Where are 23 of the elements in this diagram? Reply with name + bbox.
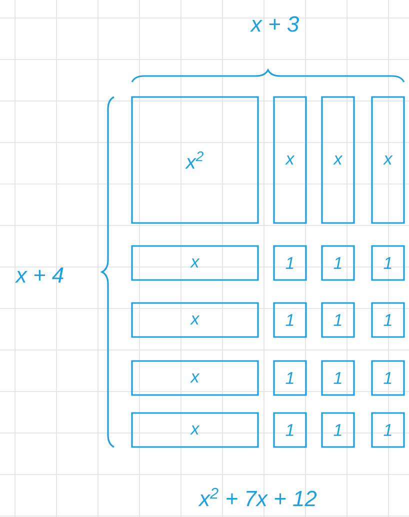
tile: 1	[371, 245, 405, 281]
tile: 1	[321, 302, 355, 338]
tile: x	[131, 412, 259, 448]
tile: 1	[371, 360, 405, 396]
tile: 1	[273, 245, 307, 281]
tile: x	[273, 96, 307, 224]
tile: 1	[273, 360, 307, 396]
tile: 1	[321, 245, 355, 281]
tile: 1	[371, 302, 405, 338]
tile: x	[131, 302, 259, 338]
tile: 1	[273, 302, 307, 338]
tile: 1	[371, 412, 405, 448]
tile: 1	[321, 412, 355, 448]
dimension-label: x$^{2}$ + 7x + 12	[198, 488, 317, 506]
tile: x	[131, 360, 259, 396]
dimension-label: x + 4	[14, 267, 64, 283]
tile: x	[371, 96, 405, 224]
tile: x	[131, 245, 259, 281]
tile: x	[321, 96, 355, 224]
tile: 1	[321, 360, 355, 396]
dimension-label: x + 3	[250, 16, 299, 32]
tile: 1	[273, 412, 307, 448]
tile: x$^{2}$	[131, 96, 259, 224]
